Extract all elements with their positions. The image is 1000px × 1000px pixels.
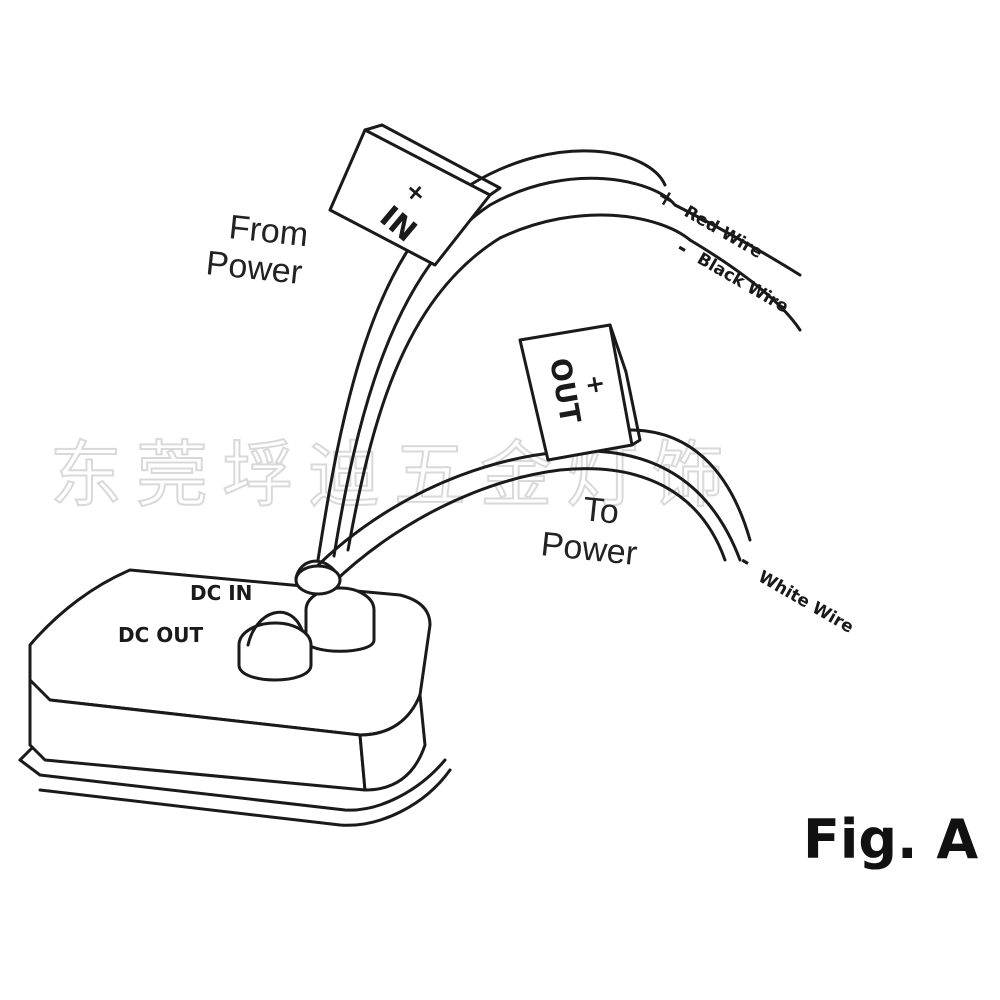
red-wire-text: Red Wire bbox=[681, 202, 767, 263]
dc-out-label: DC OUT bbox=[118, 623, 203, 647]
black-wire-sign: - bbox=[672, 236, 692, 262]
black-wire-text: Black Wire bbox=[694, 249, 792, 317]
tag-out-sign: + bbox=[580, 372, 611, 397]
from-power-line1: From bbox=[227, 208, 310, 254]
tag-in: + IN bbox=[328, 123, 502, 267]
figure-caption: Fig. A bbox=[803, 808, 978, 871]
to-power-line2: Power bbox=[539, 525, 639, 573]
dc-in-label: DC IN bbox=[190, 581, 252, 605]
from-power-label: From Power bbox=[204, 208, 310, 292]
to-power-line1: To bbox=[581, 490, 621, 532]
white-wire-text: White Wire bbox=[755, 567, 857, 638]
white-wire-label: - White Wire bbox=[735, 549, 857, 638]
tag-out: + OUT bbox=[518, 323, 642, 462]
connector-box: DC IN DC OUT bbox=[18, 559, 452, 827]
red-wire-sign: + bbox=[652, 184, 680, 215]
